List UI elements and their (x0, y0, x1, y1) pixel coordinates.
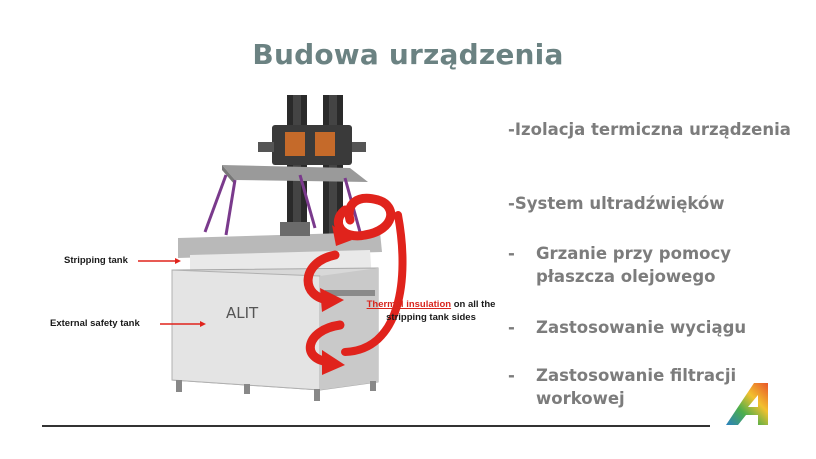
label-stripping-tank: Stripping tank (64, 255, 128, 266)
feature-item: -Grzanie przy pomocy płaszcza olejowego (508, 244, 732, 286)
thermal-insulation-highlight: Thermal insulation (366, 299, 452, 310)
arrow-right (341, 211, 407, 356)
arrow-top (333, 193, 396, 241)
company-logo-icon (726, 383, 768, 425)
slide-title: Budowa urządzenia (252, 38, 564, 71)
lifting-frame (222, 165, 368, 182)
feature-item: - Izolacja termiczna urządzenia (508, 120, 791, 139)
brand-logo: ALIT (226, 304, 259, 322)
label-external-safety-tank: External safety tank (50, 318, 140, 329)
footer-divider (42, 425, 710, 427)
label-thermal-insulation: Thermal insulation on all the stripping … (366, 299, 496, 323)
feature-item: - System ultradźwięków (508, 194, 725, 213)
feature-item: -Zastosowanie wyciągu (508, 318, 747, 337)
feature-item: -Zastosowanie filtracji workowej (508, 366, 737, 408)
hoist-block (272, 125, 352, 165)
